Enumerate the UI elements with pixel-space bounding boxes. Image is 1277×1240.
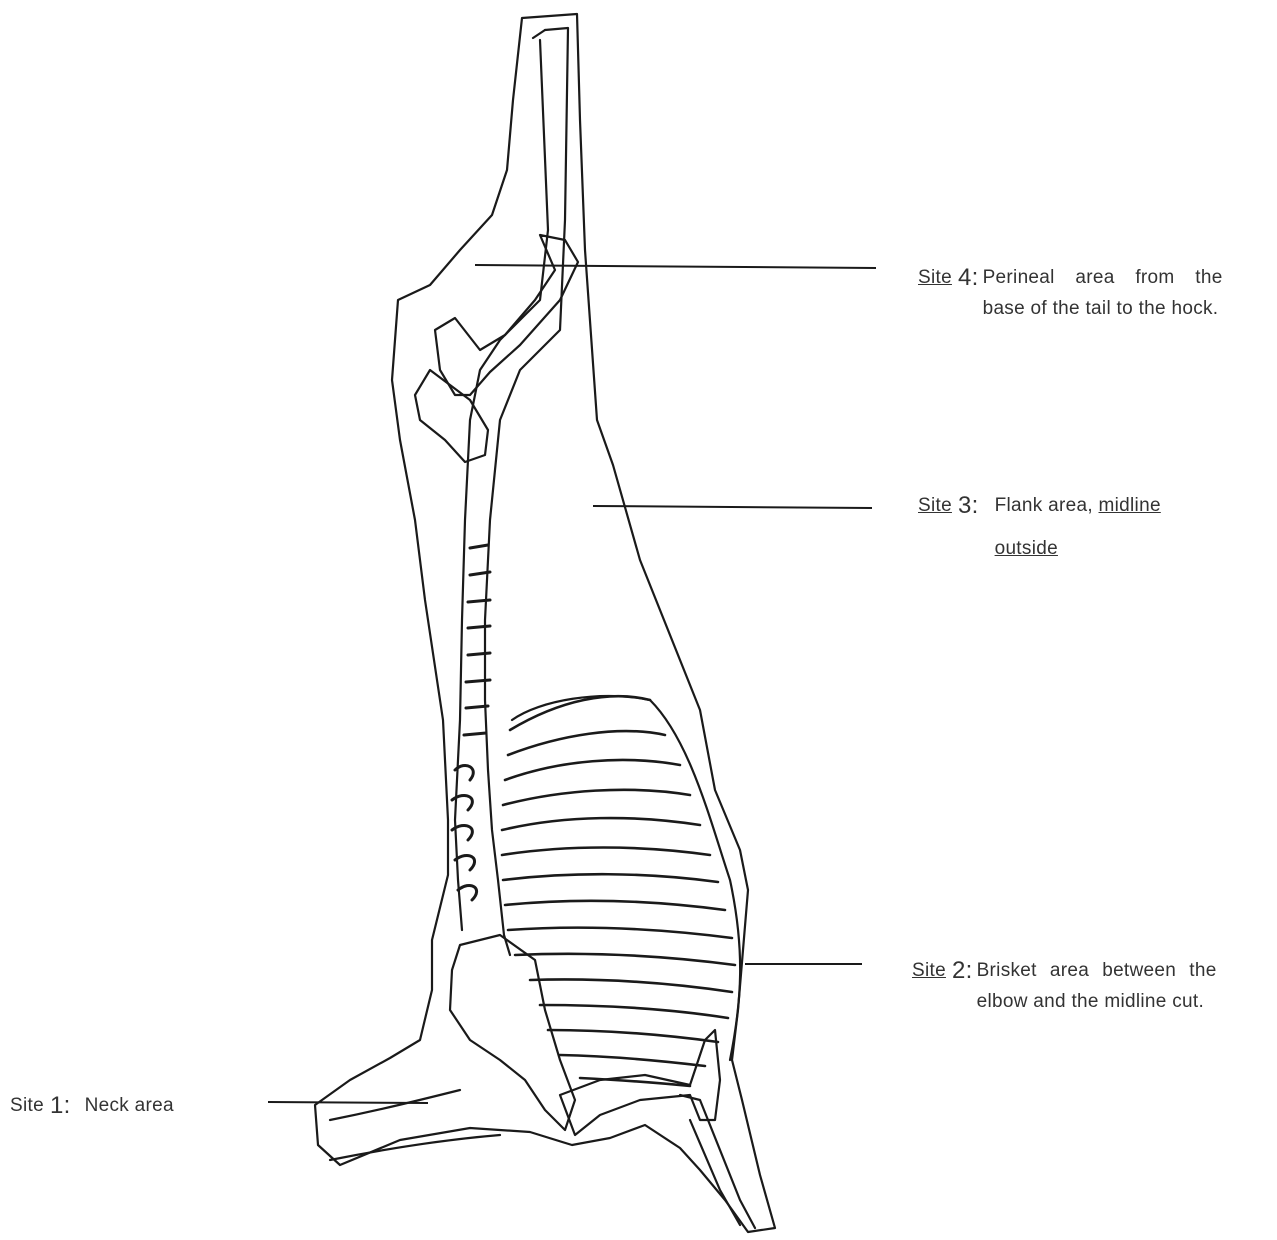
leader-line-site-3 xyxy=(593,506,872,508)
leader-line-site-4 xyxy=(475,265,876,268)
site-3-description-outside: outside xyxy=(995,538,1058,559)
rib-cage xyxy=(502,696,735,1086)
site-3-word: Site xyxy=(918,490,952,521)
shoulder-blade xyxy=(450,935,575,1130)
site-3-number: 3: xyxy=(958,490,979,521)
site-1-label: Site 1: Neck area xyxy=(10,1090,174,1121)
neck-inner-line xyxy=(330,1090,500,1160)
carcass-outline xyxy=(315,14,775,1232)
site-3-description-midline: midline xyxy=(1099,495,1161,516)
site-4-word: Site xyxy=(918,262,952,293)
site-4-label: Site 4: Perineal area from the base of t… xyxy=(918,262,1223,324)
site-1-number: 1: xyxy=(50,1090,71,1121)
vertebrae xyxy=(452,545,490,900)
spine-line xyxy=(485,28,568,955)
site-2-label: Site 2: Brisket area between the elbow a… xyxy=(912,955,1217,1017)
site-4-number: 4: xyxy=(958,262,979,293)
site-3-label: Site 3: Flank area, midline outside xyxy=(918,490,1225,577)
site-3-description-plain: Flank area, xyxy=(995,495,1099,516)
site-1-description: Neck area xyxy=(85,1090,174,1121)
site-1-word: Site xyxy=(10,1090,44,1121)
site-2-number: 2: xyxy=(952,955,973,986)
site-3-description: Flank area, midline outside xyxy=(995,490,1225,577)
site-2-word: Site xyxy=(912,955,946,986)
pelvis-opening xyxy=(435,235,578,395)
leader-line-site-1 xyxy=(268,1102,428,1103)
site-4-description: Perineal area from the base of the tail … xyxy=(983,262,1223,324)
site-2-description: Brisket area between the elbow and the m… xyxy=(977,955,1217,1017)
